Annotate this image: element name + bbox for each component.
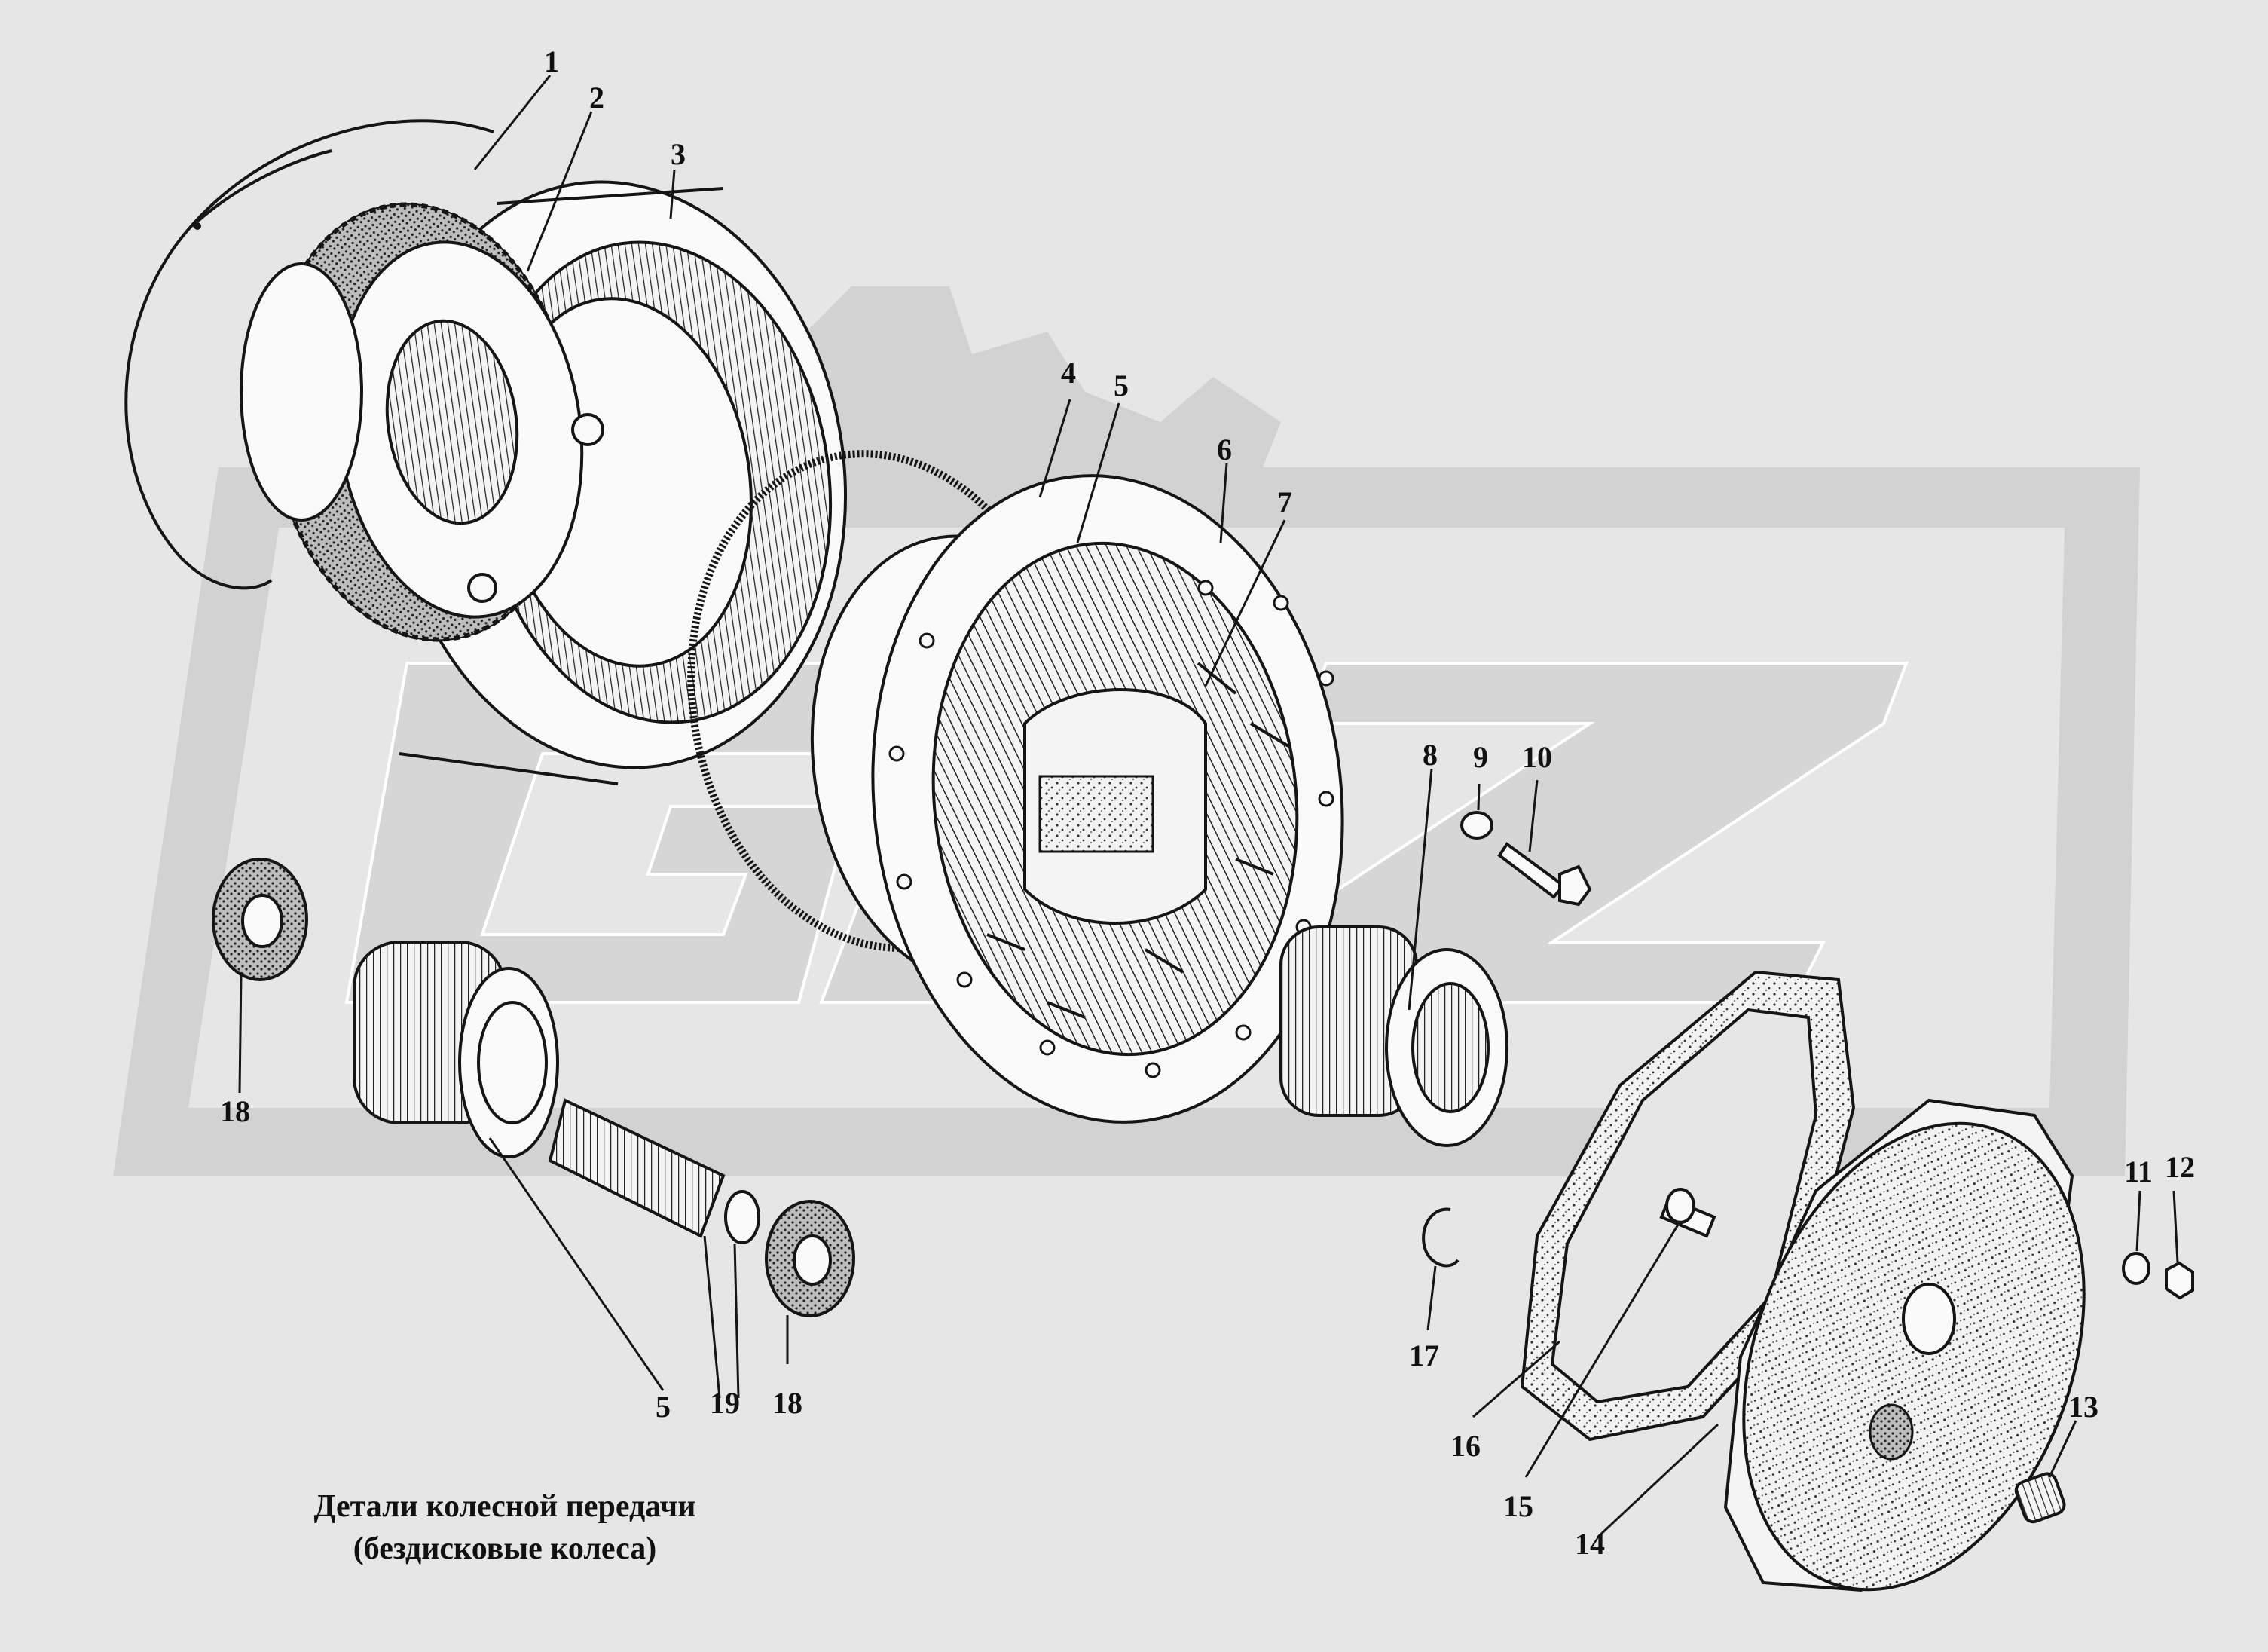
callout-6: 6 xyxy=(1217,433,1232,467)
carrier-studs xyxy=(986,662,1290,1019)
part-13-plug xyxy=(2014,1472,2066,1524)
callout-18-right: 18 xyxy=(772,1386,802,1420)
part-11-lock-washer xyxy=(2122,1252,2150,1285)
part-1-snap-ring xyxy=(124,119,494,590)
callout-9: 9 xyxy=(1473,740,1488,774)
callout-8: 8 xyxy=(1423,738,1438,772)
part-12-nut xyxy=(2165,1261,2194,1300)
carrier-bolt-holes xyxy=(888,580,1334,1078)
callout-1: 1 xyxy=(544,44,559,78)
callout-18-left: 18 xyxy=(220,1094,250,1128)
part-5-sun-gear xyxy=(353,941,559,1158)
part-18-washer-left xyxy=(212,858,308,981)
callout-10: 10 xyxy=(1522,740,1552,774)
figure-caption: Детали колесной передачи (бездисковые ко… xyxy=(314,1489,696,1566)
callout-17: 17 xyxy=(1409,1338,1439,1372)
caption-line-2: (бездисковые колеса) xyxy=(353,1531,656,1566)
caption-line-1: Детали колесной передачи xyxy=(314,1489,696,1524)
part-15-stud xyxy=(1659,1188,1716,1238)
part-18-washer-right xyxy=(765,1200,855,1317)
callout-16: 16 xyxy=(1450,1429,1481,1463)
leader-lines xyxy=(238,75,2179,1539)
part-17-retaining-clip xyxy=(1422,1207,1460,1268)
callout-12: 12 xyxy=(2165,1150,2195,1184)
callout-11: 11 xyxy=(2124,1155,2153,1189)
callout-labels: 1 2 3 4 5 6 7 8 9 10 11 12 13 14 15 16 1… xyxy=(220,44,2195,1561)
callout-7: 7 xyxy=(1277,485,1292,519)
part-10-bolt xyxy=(1497,842,1592,907)
callout-15: 15 xyxy=(1503,1489,1533,1523)
callout-14: 14 xyxy=(1575,1527,1605,1561)
callout-3: 3 xyxy=(671,137,686,171)
part-6-carrier xyxy=(810,474,1344,1124)
callout-2: 2 xyxy=(589,81,604,115)
callout-5-sun-gear: 5 xyxy=(656,1390,671,1424)
callout-5: 5 xyxy=(1114,369,1129,402)
part-14-cover xyxy=(1723,1098,2086,1592)
part-8-planet-gear xyxy=(1279,925,1508,1147)
part-2-hub-flange xyxy=(240,202,604,642)
callout-4: 4 xyxy=(1061,356,1076,390)
part-19-shaft xyxy=(548,1098,760,1244)
part-9-lock-washer xyxy=(1460,811,1493,840)
callout-19: 19 xyxy=(710,1386,740,1420)
callout-13: 13 xyxy=(2068,1390,2098,1424)
